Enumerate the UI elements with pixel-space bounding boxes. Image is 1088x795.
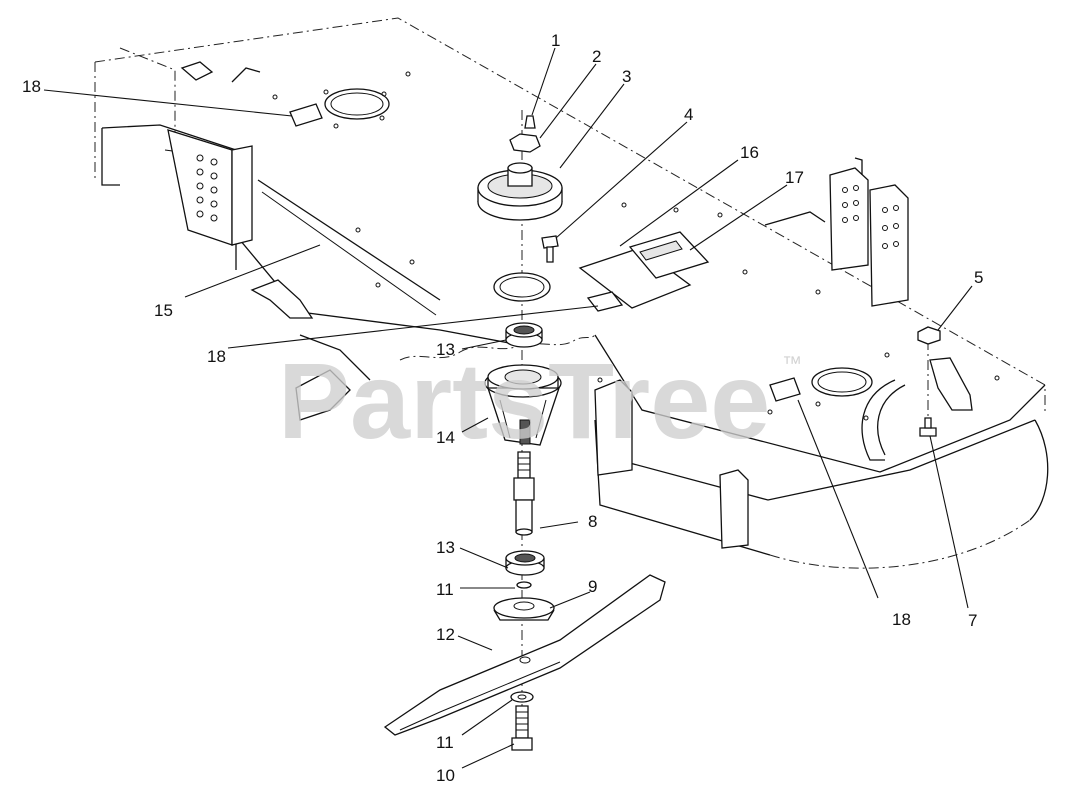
callout-9: 9	[588, 577, 597, 596]
callout-3: 3	[622, 67, 631, 86]
spindle-shaft	[513, 451, 535, 536]
callout-1: 1	[551, 31, 560, 50]
callout-13-lower: 13	[436, 538, 455, 557]
washer-11-lower	[510, 691, 534, 703]
callout-16: 16	[740, 143, 759, 162]
callout-4: 4	[684, 105, 693, 124]
callout-2: 2	[592, 47, 601, 66]
callout-labels: 1 2 3 4 16 17 5 18 15 18 13 14 8 13 11 9…	[22, 31, 983, 785]
pulley	[477, 162, 563, 221]
decal-18-right	[769, 377, 801, 402]
callout-10: 10	[436, 766, 455, 785]
partstree-watermark: PartsTree ™	[278, 340, 802, 461]
nut-5	[917, 326, 941, 345]
callout-15: 15	[154, 301, 173, 320]
decal-17	[628, 231, 710, 279]
callout-8: 8	[588, 512, 597, 531]
callout-5: 5	[974, 268, 983, 287]
spindle-housing	[484, 364, 562, 446]
spacer-11-upper	[516, 581, 532, 589]
leader-lines	[43, 47, 973, 769]
mower-deck	[94, 17, 1049, 569]
callout-13-upper: 13	[436, 340, 455, 359]
blade-hub	[493, 597, 555, 621]
callout-18-top: 18	[22, 77, 41, 96]
bolt-7	[919, 417, 937, 437]
callout-11-upper: 11	[436, 580, 454, 599]
bearing-13-lower	[505, 550, 545, 576]
decals	[289, 103, 801, 402]
callout-18-middle: 18	[207, 347, 226, 366]
spindle-assembly	[383, 115, 941, 751]
spindle-nut	[509, 133, 541, 153]
callout-7: 7	[968, 611, 977, 630]
callout-12: 12	[436, 625, 455, 644]
watermark-text: PartsTree	[278, 340, 770, 461]
watermark-trademark: ™	[782, 353, 802, 375]
callout-17: 17	[785, 168, 804, 187]
callout-14: 14	[436, 428, 455, 447]
callout-11-lower: 11	[436, 733, 454, 752]
callout-18-right: 18	[892, 610, 911, 629]
grease-fitting	[524, 115, 536, 129]
blade-bolt	[511, 705, 533, 751]
bolt-4	[541, 235, 559, 263]
decal-18-top	[289, 103, 323, 127]
mower-blade	[383, 574, 666, 736]
